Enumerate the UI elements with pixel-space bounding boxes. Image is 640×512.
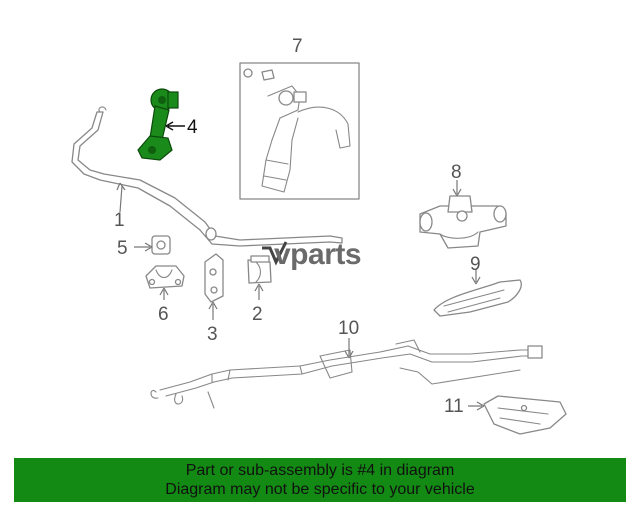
callout-3: 3 [207, 324, 218, 345]
part-7-assembly-box[interactable] [239, 62, 360, 200]
callout-7: 7 [292, 36, 303, 57]
callout-10: 10 [338, 318, 359, 339]
part-9-cover[interactable] [433, 279, 522, 317]
callout-6: 6 [158, 304, 169, 325]
part-4-stabilizer-link[interactable] [137, 88, 179, 161]
part-11-shield[interactable] [483, 395, 567, 435]
parts-diagram: 1 2 3 4 5 6 7 8 9 10 11 vparts [71, 36, 567, 435]
part-2-bushing[interactable] [247, 255, 272, 284]
callout-11: 11 [444, 396, 464, 417]
leader-lines [116, 121, 485, 411]
banner-line-disclaimer: Diagram may not be specific to your vehi… [165, 481, 475, 498]
callout-5: 5 [117, 238, 128, 259]
part-10-tube-assembly[interactable] [150, 339, 543, 409]
part-1-stabilizer-bar[interactable] [71, 106, 343, 247]
callout-9: 9 [470, 254, 481, 275]
callout-1: 1 [114, 210, 125, 231]
callout-2: 2 [252, 304, 263, 325]
info-banner: Part or sub-assembly is #4 in diagram Di… [14, 458, 626, 502]
callout-labels: 1 2 3 4 5 6 7 8 9 10 11 [114, 36, 481, 417]
watermark-text: vparts [274, 238, 361, 271]
part-5-bushing[interactable] [151, 235, 171, 255]
part-6-clamp[interactable] [145, 265, 185, 289]
watermark-logo: vparts [262, 238, 362, 271]
callout-4: 4 [187, 117, 198, 138]
part-8-actuator[interactable] [419, 195, 507, 249]
callout-8: 8 [451, 162, 462, 183]
banner-line-part: Part or sub-assembly is #4 in diagram [185, 462, 455, 479]
part-3-bracket[interactable] [204, 253, 224, 303]
